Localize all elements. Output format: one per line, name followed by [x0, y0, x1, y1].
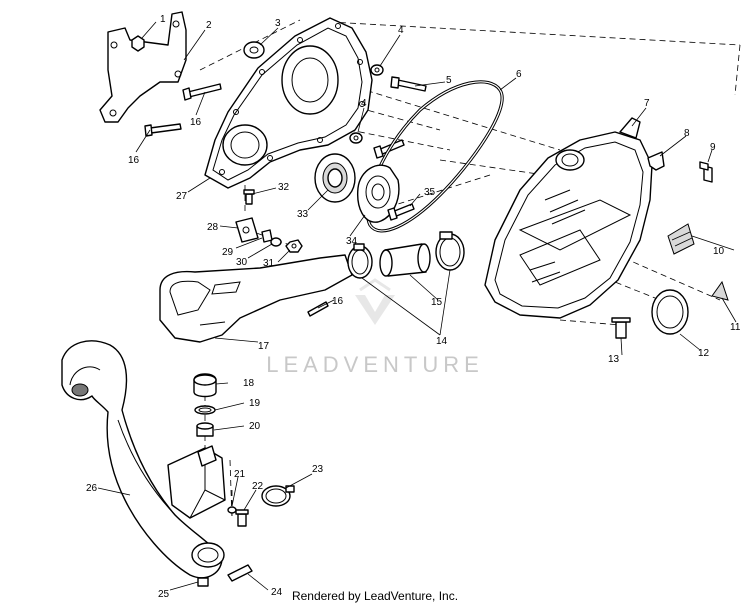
watermark-logo [355, 278, 395, 325]
callout-29: 29 [222, 247, 234, 258]
part-18-cap [193, 373, 217, 398]
part-16-bolt-left [144, 123, 182, 137]
callout-35: 35 [424, 187, 436, 198]
part-25-drain-plug [197, 577, 209, 587]
callout-27: 27 [176, 191, 188, 202]
footer-credit: Rendered by LeadVenture, Inc. [291, 589, 459, 603]
callout-26: 26 [86, 483, 98, 494]
part-7-outer-cover [484, 117, 653, 319]
callout-22: 22 [252, 481, 264, 492]
callout-32: 32 [278, 182, 290, 193]
part-22-screw [235, 509, 249, 527]
part-23-hose-clamp [261, 485, 295, 507]
callout-16-left: 16 [128, 155, 140, 166]
part-32-screw [243, 189, 255, 205]
callout-12: 12 [698, 348, 710, 359]
callout-24: 24 [271, 587, 283, 598]
callout-4-lower: 4 [361, 98, 367, 109]
part-28-clip [235, 217, 259, 243]
callout-10: 10 [713, 246, 725, 257]
callout-28: 28 [207, 222, 219, 233]
callout-2: 2 [206, 20, 212, 31]
callout-25: 25 [158, 589, 170, 600]
part-14-clamp-right [435, 231, 465, 271]
callout-6: 6 [516, 69, 522, 80]
part-17-intake-duct [159, 254, 353, 343]
part-21-washer [227, 506, 237, 514]
callout-18: 18 [243, 378, 255, 389]
callout-19: 19 [249, 398, 261, 409]
reservoir-box [167, 445, 226, 519]
callout-13: 13 [608, 354, 620, 365]
part-3-washer [243, 41, 265, 59]
callout-34: 34 [346, 236, 358, 247]
callout-7: 7 [644, 98, 650, 109]
part-15-coupler [379, 243, 431, 277]
callout-labels: 1 2 3 4 4 5 6 7 8 9 10 11 12 13 14 15 16… [86, 14, 741, 600]
callout-8: 8 [684, 128, 690, 139]
part-14-clamp-left [347, 243, 373, 279]
callout-17: 17 [258, 341, 270, 352]
callout-16-upper: 16 [190, 117, 202, 128]
callout-30: 30 [236, 257, 248, 268]
part-5-bolt-upper [390, 76, 427, 92]
leader-lines [97, 21, 737, 591]
callout-9: 9 [710, 142, 716, 153]
part-30-washer [270, 237, 282, 247]
part-8-clip [647, 151, 665, 171]
part-12-disc [651, 289, 689, 335]
watermark-text: LEADVENTURE [266, 352, 484, 377]
part-4-washer-lower [349, 132, 363, 144]
callout-21: 21 [234, 469, 246, 480]
part-20-neck [196, 422, 214, 437]
callout-23: 23 [312, 464, 324, 475]
part-29-fastener [261, 229, 273, 243]
part-9-screw [699, 161, 713, 183]
part-16-bolt-upper [182, 83, 222, 101]
callout-1: 1 [160, 14, 166, 25]
part-24-drain-tube [227, 564, 253, 582]
callout-16-duct: 16 [332, 296, 344, 307]
callout-33: 33 [297, 209, 309, 220]
part-33-seal [314, 153, 356, 203]
callout-5: 5 [446, 75, 452, 86]
part-13-screw [611, 317, 631, 339]
part-1-bolt [131, 35, 145, 52]
callout-11: 11 [730, 322, 741, 333]
callout-31: 31 [263, 258, 275, 269]
part-31-nut [285, 239, 303, 253]
callout-14: 14 [436, 336, 448, 347]
callout-3: 3 [275, 18, 281, 29]
part-34-bearing-plate [357, 164, 400, 223]
callout-20: 20 [249, 421, 261, 432]
part-2-mounting-bracket [99, 11, 187, 123]
part-11-label [711, 280, 729, 301]
part-19-o-ring [194, 405, 216, 415]
part-35-bolt [387, 203, 415, 221]
part-26-outlet-duct [61, 340, 225, 579]
part-27-inner-cover [204, 17, 373, 189]
part-10-decal [667, 223, 695, 255]
callout-15: 15 [431, 297, 443, 308]
part-4-washer-upper [370, 64, 384, 76]
callout-4-upper: 4 [398, 25, 404, 36]
